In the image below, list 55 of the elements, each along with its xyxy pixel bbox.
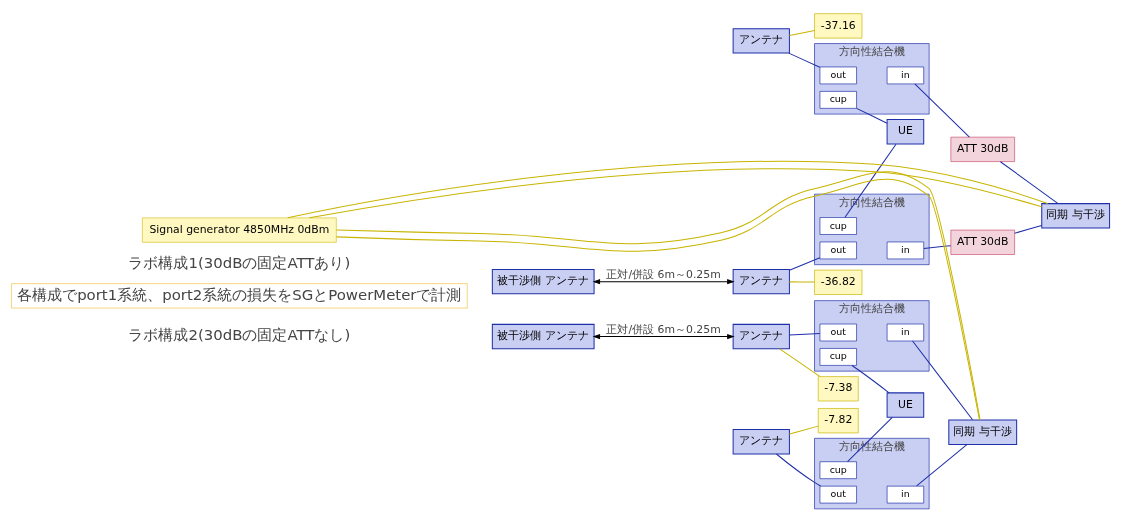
node-box: -36.82: [814, 269, 863, 295]
node-box: cup: [819, 216, 857, 235]
node-box: UE: [886, 391, 925, 418]
node-box: out: [819, 485, 857, 503]
node-box: cup: [819, 347, 857, 366]
connector: [788, 332, 821, 336]
node-box: アンテナ: [732, 268, 790, 294]
edge-label: 正対/併設 6m～0.25m: [606, 322, 721, 336]
node-box: Signal generator 4850MHz 0dBm: [142, 217, 337, 243]
connector: [788, 256, 821, 271]
node-box: アンテナ: [732, 428, 790, 454]
connector: [308, 167, 1043, 218]
node-box: in: [886, 485, 925, 503]
node-box: UE: [886, 118, 925, 144]
connector: [287, 160, 1049, 218]
node-box: in: [886, 66, 925, 84]
connector: [856, 107, 888, 124]
connector: [914, 82, 970, 138]
node-box: -7.82: [817, 407, 859, 433]
label: ラボ構成1(30dBの固定ATTあり): [128, 253, 351, 272]
connector: [788, 425, 819, 435]
connector: [847, 416, 893, 462]
arrow: [592, 333, 735, 339]
connector: [775, 453, 821, 486]
connector: [788, 52, 821, 68]
connector: [779, 347, 821, 377]
node-box: アンテナ: [732, 323, 790, 349]
connector: [923, 244, 952, 249]
node-box: -7.38: [817, 375, 859, 401]
connector: [844, 143, 897, 218]
node-box: 被干渉側 アンテナ: [491, 323, 595, 349]
node-box: out: [819, 241, 857, 259]
node-box: cup: [819, 90, 857, 109]
node-box: out: [819, 323, 857, 341]
node-box: in: [886, 241, 925, 259]
node-box: 被干渉側 アンテナ: [491, 268, 595, 294]
connector: [788, 29, 815, 36]
arrow: [592, 278, 735, 284]
node-box: 各構成でport1系統、port2系統の損失をSGとPowerMeterで計測: [11, 282, 468, 308]
edge-label: 正対/併設 6m～0.25m: [606, 267, 721, 281]
node-box: 同期 与干渉: [1041, 202, 1111, 229]
node-box: 同期 与干渉: [948, 419, 1018, 445]
connector: [1014, 224, 1043, 234]
label: ラボ構成2(30dBの固定ATTなし): [128, 325, 351, 344]
connector: [912, 340, 974, 420]
node-box: -37.16: [814, 12, 863, 38]
connector: [999, 160, 1059, 204]
node-box: cup: [819, 460, 857, 479]
node-box: ATT 30dB: [950, 136, 1015, 162]
node-box: out: [819, 66, 857, 84]
node-box: ATT 30dB: [950, 229, 1015, 255]
node-box: in: [886, 323, 925, 341]
connector: [916, 443, 968, 486]
node-box: アンテナ: [732, 27, 790, 54]
connector: [788, 280, 815, 283]
